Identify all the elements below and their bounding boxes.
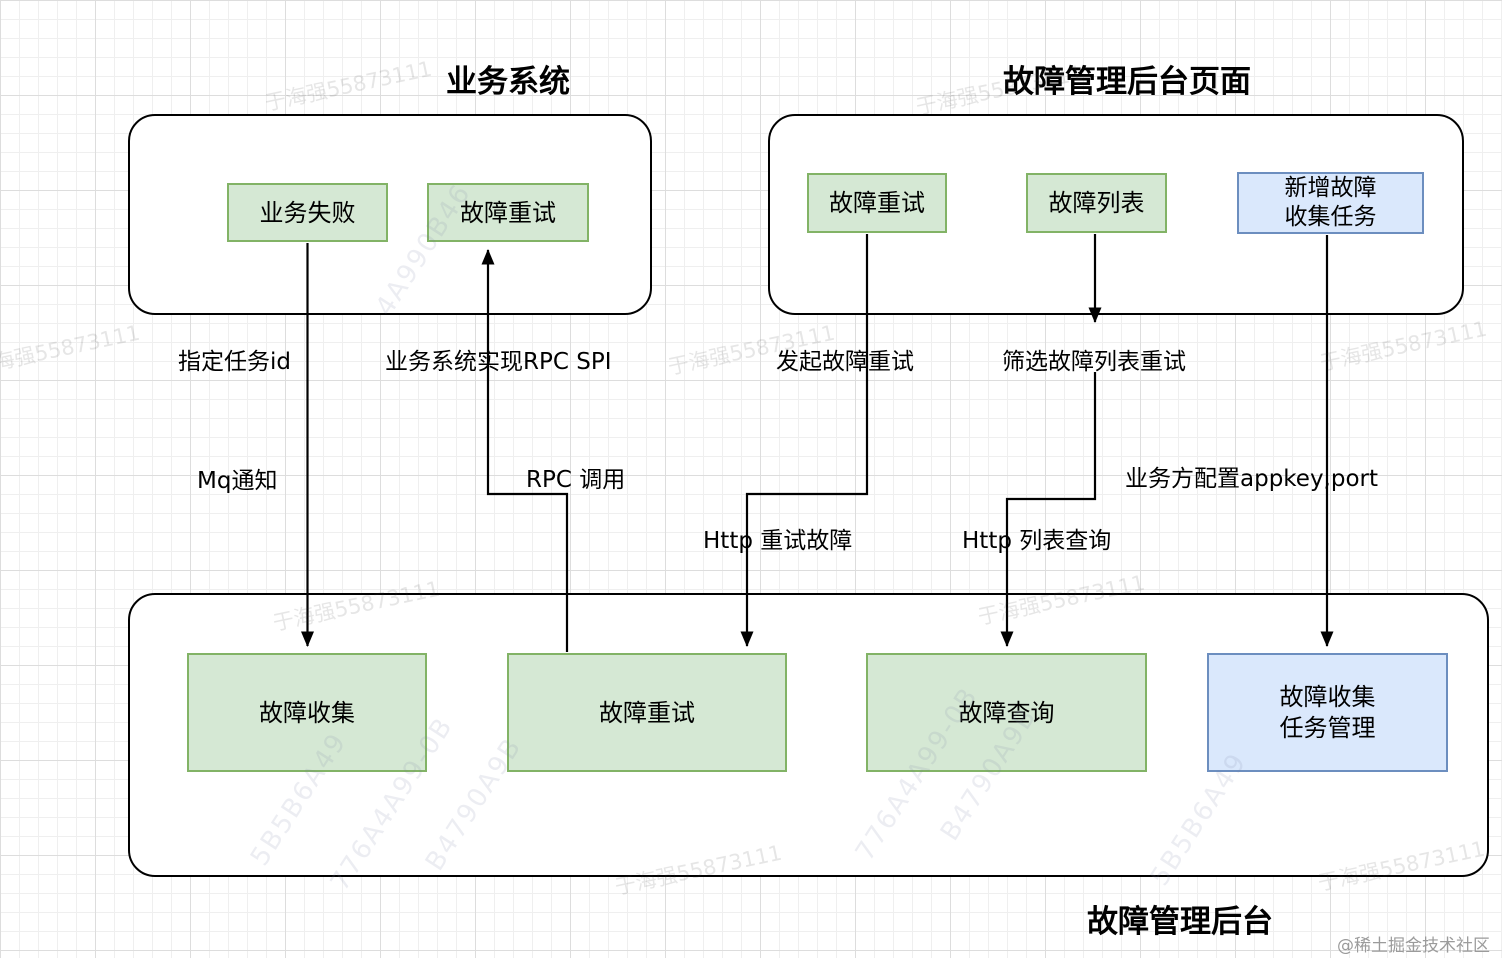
- node-fault-retry-page: 故障重试: [807, 173, 947, 233]
- edge-label-rpc-spi: 业务系统实现RPC SPI: [385, 349, 612, 375]
- node-label: 故障重试: [599, 698, 695, 727]
- edge-label-filter-list-retry: 筛选故障列表重试: [1002, 349, 1186, 375]
- node-label: 故障重试: [829, 189, 925, 217]
- fault-admin-backend-title: 故障管理后台: [1087, 904, 1273, 940]
- node-fault-collect: 故障收集: [187, 653, 427, 772]
- node-label: 故障查询: [958, 698, 1055, 727]
- business-system-title: 业务系统: [446, 64, 570, 100]
- node-fault-collect-task-mgmt: 故障收集 任务管理: [1207, 653, 1448, 772]
- watermark-user: 于海强55873111: [0, 320, 142, 380]
- edge-label-rpc-call: RPC 调用: [526, 467, 626, 493]
- edge-label-http-list-query: Http 列表查询: [962, 528, 1112, 554]
- node-label-line2: 收集任务: [1284, 204, 1377, 230]
- node-label: 故障收集: [259, 698, 355, 727]
- edge-label-initiate-retry: 发起故障重试: [776, 349, 914, 375]
- community-credit-watermark: @稀土掘金技术社区: [1337, 936, 1490, 956]
- node-label: 故障重试: [460, 198, 556, 227]
- watermark-user: 于海强55873111: [1317, 316, 1489, 376]
- edge-label-http-retry: Http 重试故障: [703, 528, 853, 554]
- node-fault-retry-business: 故障重试: [427, 183, 589, 242]
- node-label-line1: 新增故障: [1284, 175, 1377, 201]
- node-fault-retry-backend: 故障重试: [507, 653, 787, 772]
- node-label-line2: 任务管理: [1279, 713, 1376, 742]
- fault-admin-page-title: 故障管理后台页面: [1003, 64, 1251, 100]
- node-label: 故障列表: [1048, 189, 1145, 217]
- node-fault-list: 故障列表: [1026, 173, 1167, 233]
- node-new-fault-collect-task: 新增故障 收集任务: [1237, 172, 1424, 234]
- node-label-line1: 故障收集: [1279, 682, 1376, 711]
- node-label: 业务失败: [259, 198, 356, 227]
- node-business-failure: 业务失败: [227, 183, 388, 242]
- edge-label-assign-task-id: 指定任务id: [178, 349, 291, 375]
- edge-label-mq-notify: Mq通知: [197, 468, 278, 494]
- node-fault-query: 故障查询: [866, 653, 1147, 772]
- edge-label-appkey-port: 业务方配置appkey,port: [1125, 466, 1379, 492]
